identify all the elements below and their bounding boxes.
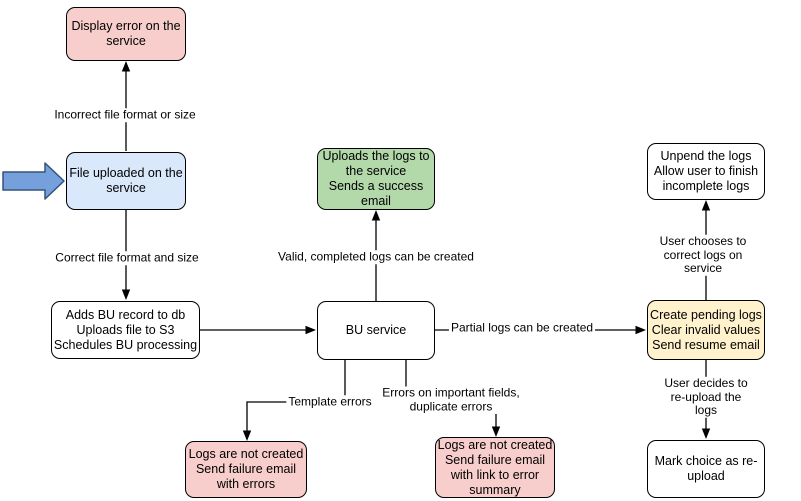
edge-label-user-decides: User decides to re-upload the logs — [658, 376, 754, 418]
node-adds-bu-record: Adds BU record to db Uploads file to S3 … — [51, 301, 200, 359]
entry-arrow-icon — [2, 162, 65, 200]
node-label: Uploads the logs to the service Sends a … — [322, 149, 430, 208]
node-label: Logs are not created Send failure email … — [188, 447, 304, 491]
node-unpend-logs: Unpend the logs Allow user to finish inc… — [647, 143, 765, 200]
node-label: Create pending logs Clear invalid values… — [650, 307, 762, 352]
node-label: Adds BU record to db Uploads file to S3 … — [53, 307, 198, 352]
node-label: Logs are not created Send failure email … — [437, 437, 553, 497]
arrowhead-down-icon — [121, 289, 131, 300]
edge-label-incorrect-format: Incorrect file format or size — [52, 107, 198, 122]
node-label: BU service — [345, 323, 407, 337]
node-label: Unpend the logs Allow user to finish inc… — [653, 149, 759, 193]
node-label: Display error on the service — [71, 19, 181, 48]
node-logs-not-created-errors: Logs are not created Send failure email … — [185, 441, 307, 498]
node-label: File uploaded on the service — [69, 166, 183, 195]
node-display-error: Display error on the service — [66, 7, 186, 61]
edge-label-correct-format: Correct file format and size — [53, 250, 201, 265]
edge-label-partial-logs: Partial logs can be created — [448, 320, 596, 335]
edge-label-important-errors: Errors on important fields, duplicate er… — [380, 385, 522, 414]
node-bu-service: BU service — [317, 301, 435, 360]
arrowhead-right-icon — [305, 325, 316, 335]
edge-label-valid-logs: Valid, completed logs can be created — [276, 249, 476, 264]
edge-label-user-chooses: User chooses to correct logs on service — [654, 234, 752, 276]
node-mark-reupload: Mark choice as re- upload — [647, 440, 765, 498]
arrowhead-up-icon — [121, 61, 131, 72]
arrowhead-down-icon — [491, 426, 501, 437]
node-logs-not-created-summary: Logs are not created Send failure email … — [435, 437, 555, 498]
arrowhead-up-icon — [371, 210, 381, 221]
node-label: Mark choice as re- upload — [654, 454, 758, 483]
arrowhead-down-icon — [701, 428, 711, 439]
arrowhead-up-icon — [701, 200, 711, 211]
node-uploads-logs: Uploads the logs to the service Sends a … — [317, 148, 435, 210]
node-create-pending-logs: Create pending logs Clear invalid values… — [647, 300, 765, 360]
arrowhead-right-icon — [635, 325, 646, 335]
edge-label-template-errors: Template errors — [286, 394, 374, 409]
arrowhead-down-icon — [242, 430, 252, 441]
node-file-uploaded: File uploaded on the service — [66, 152, 186, 210]
